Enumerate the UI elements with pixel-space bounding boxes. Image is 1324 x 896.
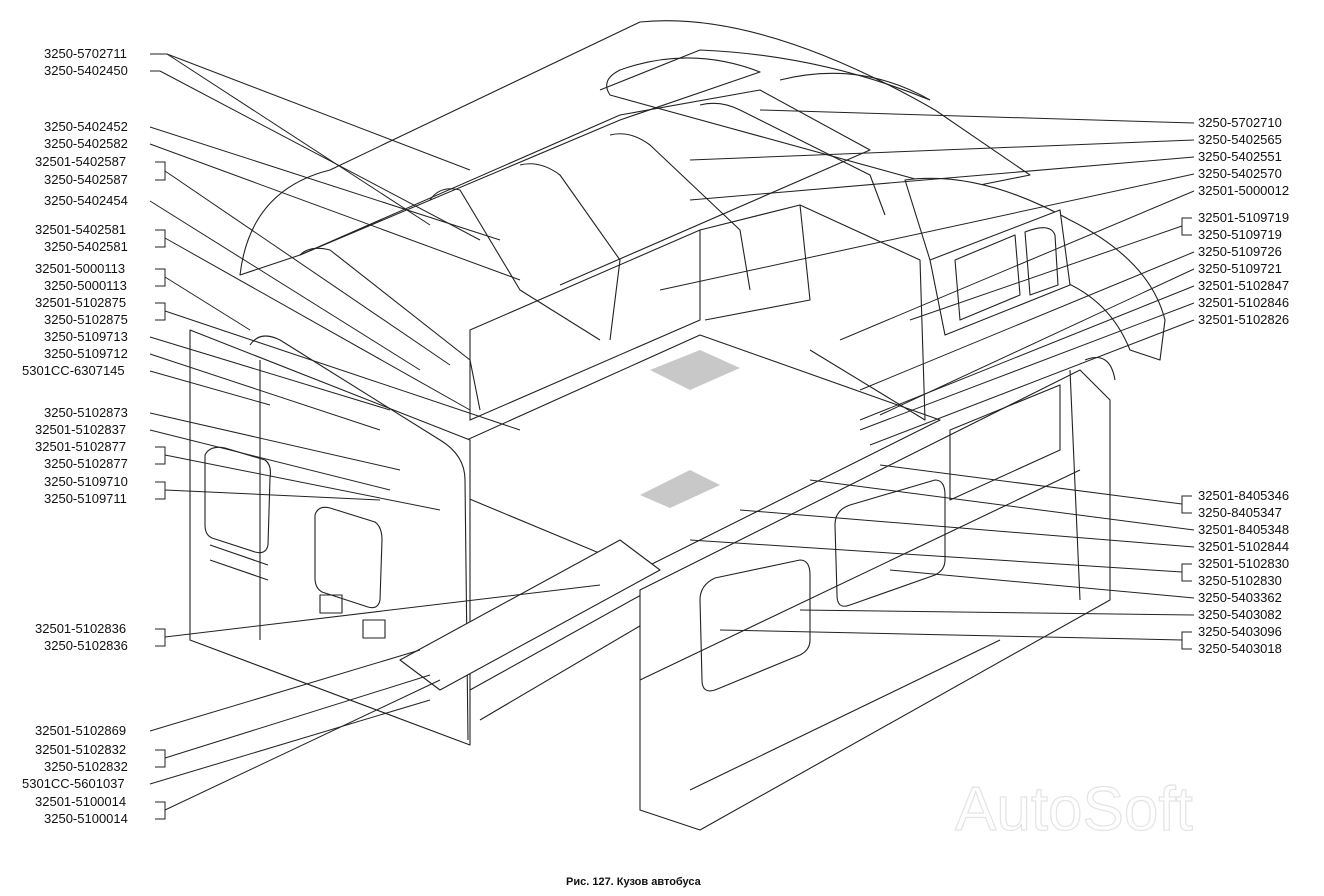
callout-label: 32501-5402581 bbox=[35, 222, 126, 237]
callout-label: 32501-5109719 bbox=[1198, 210, 1289, 225]
callout-label: 3250-5109711 bbox=[44, 491, 127, 506]
callout-label: 3250-5102832 bbox=[44, 759, 128, 774]
callout-label: 3250-5402450 bbox=[44, 63, 128, 78]
callout-label: 3250-5402551 bbox=[1198, 149, 1282, 164]
callout-label: 32501-5102847 bbox=[1198, 278, 1289, 293]
callout-label: 3250-5000113 bbox=[44, 278, 127, 293]
callout-label: 32501-5100014 bbox=[35, 794, 126, 809]
callout-label: 3250-5402587 bbox=[44, 172, 128, 187]
callouts-right: 3250-5702710 3250-5402565 3250-5402551 3… bbox=[1198, 115, 1289, 656]
callout-label: 3250-5109712 bbox=[44, 346, 128, 361]
figure-caption: Рис. 127. Кузов автобуса bbox=[566, 876, 702, 888]
callout-label: 3250-5403096 bbox=[1198, 624, 1282, 639]
callout-label: 3250-5109721 bbox=[1198, 261, 1282, 276]
callout-label: 32501-5102869 bbox=[35, 723, 126, 738]
callout-label: 32501-5000113 bbox=[35, 261, 125, 276]
callout-label: 3250-5403082 bbox=[1198, 607, 1282, 622]
callout-label: 3250-5402454 bbox=[44, 193, 128, 208]
callout-label: 3250-5402452 bbox=[44, 119, 128, 134]
callout-label: 3250-5102830 bbox=[1198, 573, 1282, 588]
bus-body-illustration bbox=[189, 20, 1166, 831]
leaders-left bbox=[149, 53, 601, 820]
callout-label: 3250-5109710 bbox=[44, 474, 128, 489]
callout-label: 32501-5102877 bbox=[35, 439, 126, 454]
callout-label: 3250-8405347 bbox=[1198, 505, 1282, 520]
callout-label: 3250-5109713 bbox=[44, 329, 128, 344]
callouts-left: 3250-5702711 3250-5402450 3250-5402452 3… bbox=[22, 46, 128, 826]
callout-label: 32501-8405346 bbox=[1198, 488, 1289, 503]
callout-label: 3250-5109726 bbox=[1198, 244, 1282, 259]
callout-label: 3250-5100014 bbox=[44, 811, 128, 826]
callout-label: 3250-5402570 bbox=[1198, 166, 1282, 181]
callout-label: 32501-5102844 bbox=[1198, 539, 1289, 554]
callout-label: 3250-5702711 bbox=[44, 46, 127, 61]
callout-label: 32501-8405348 bbox=[1198, 522, 1289, 537]
callout-label: 32501-5102826 bbox=[1198, 312, 1289, 327]
watermark: AutoSoft bbox=[955, 775, 1193, 844]
callout-label: 32501-5102837 bbox=[35, 422, 126, 437]
callout-label: 3250-5102836 bbox=[44, 638, 128, 653]
leaders-right bbox=[659, 109, 1195, 650]
callout-label: 32501-5102836 bbox=[35, 621, 126, 636]
callout-label: 3250-5109719 bbox=[1198, 227, 1282, 242]
callout-label: 32501-5102832 bbox=[35, 742, 126, 757]
callout-label: 32501-5402587 bbox=[35, 154, 126, 169]
callout-label: 5301СС-6307145 bbox=[22, 363, 125, 378]
callout-label: 3250-5102873 bbox=[44, 405, 128, 420]
callout-label: 5301СС-5601037 bbox=[22, 776, 125, 791]
callout-label: 3250-5402581 bbox=[44, 239, 128, 254]
callout-label: 3250-5403362 bbox=[1198, 590, 1282, 605]
callout-label: 3250-5102875 bbox=[44, 312, 128, 327]
callout-label: 32501-5102846 bbox=[1198, 295, 1289, 310]
callout-label: 3250-5102877 bbox=[44, 456, 128, 471]
callout-label: 3250-5702710 bbox=[1198, 115, 1282, 130]
callout-label: 3250-5402565 bbox=[1198, 132, 1282, 147]
callout-label: 3250-5403018 bbox=[1198, 641, 1282, 656]
callout-label: 3250-5402582 bbox=[44, 136, 128, 151]
callout-label: 32501-5102830 bbox=[1198, 556, 1289, 571]
callout-label: 32501-5102875 bbox=[35, 295, 126, 310]
callout-label: 32501-5000012 bbox=[1198, 183, 1289, 198]
